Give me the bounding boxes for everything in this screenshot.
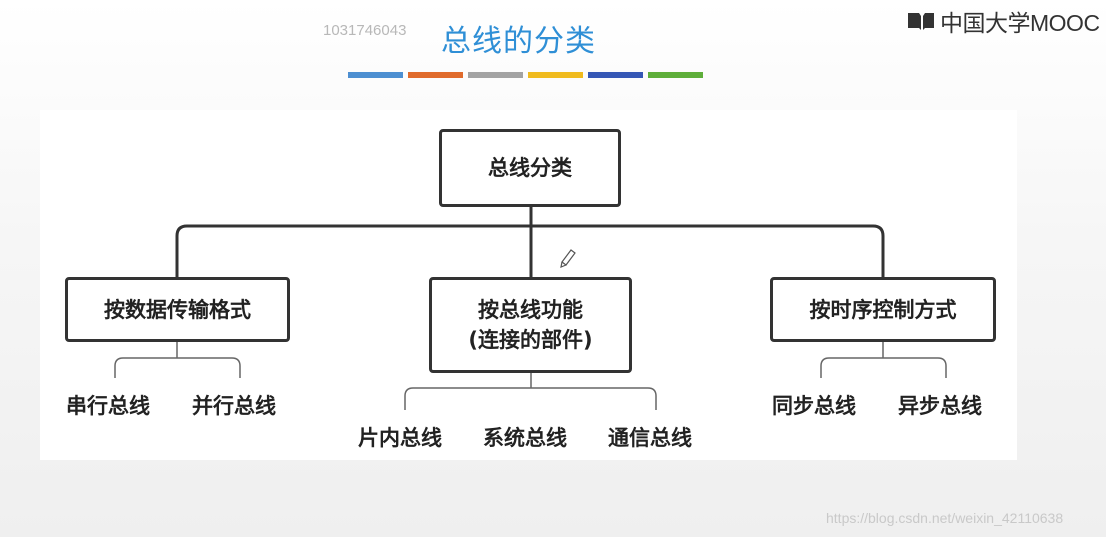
diagram-panel: 总线分类 按数据传输格式 按总线功能 (连接的部件) 按时序控制方式 串行总线 … (40, 110, 1017, 460)
page-title: 总线的分类 (441, 24, 596, 59)
branch-node-timing: 按时序控制方式 (770, 277, 996, 342)
leaf-serial-bus: 串行总线 (66, 394, 150, 418)
id-number: 1031746043 (323, 22, 407, 39)
leaf-system-bus: 系统总线 (483, 426, 567, 450)
branch-label-line1: 按总线功能 (478, 298, 583, 322)
color-bar-yellow (528, 72, 583, 78)
leaf-sync-bus: 同步总线 (772, 394, 856, 418)
branch-label: 按数据传输格式 (104, 297, 251, 322)
branch-label: 按时序控制方式 (809, 297, 957, 322)
mooc-logo: 中国大学MOOC (906, 6, 1100, 36)
root-node: 总线分类 (439, 129, 621, 207)
branch-node-function: 按总线功能 (连接的部件) (429, 277, 632, 373)
branch-label-line2: (连接的部件) (468, 328, 593, 352)
root-label: 总线分类 (488, 156, 572, 180)
color-bar-green (648, 72, 703, 78)
pencil-icon (560, 249, 576, 268)
watermark: https://blog.csdn.net/weixin_42110638 (826, 510, 1064, 526)
color-bar-navy (588, 72, 643, 78)
color-bar-orange (408, 72, 463, 78)
leaf-on-chip-bus: 片内总线 (358, 426, 442, 450)
connector-lines (114, 207, 947, 410)
leaf-communication-bus: 通信总线 (608, 426, 692, 450)
leaf-async-bus: 异步总线 (898, 394, 982, 418)
branch-node-data-format: 按数据传输格式 (65, 277, 290, 342)
book-icon (906, 10, 936, 32)
logo-text: 中国大学MOOC (940, 10, 1100, 36)
leaf-parallel-bus: 并行总线 (192, 394, 276, 418)
color-bar-gray (468, 72, 523, 78)
color-bar-blue (348, 72, 403, 78)
